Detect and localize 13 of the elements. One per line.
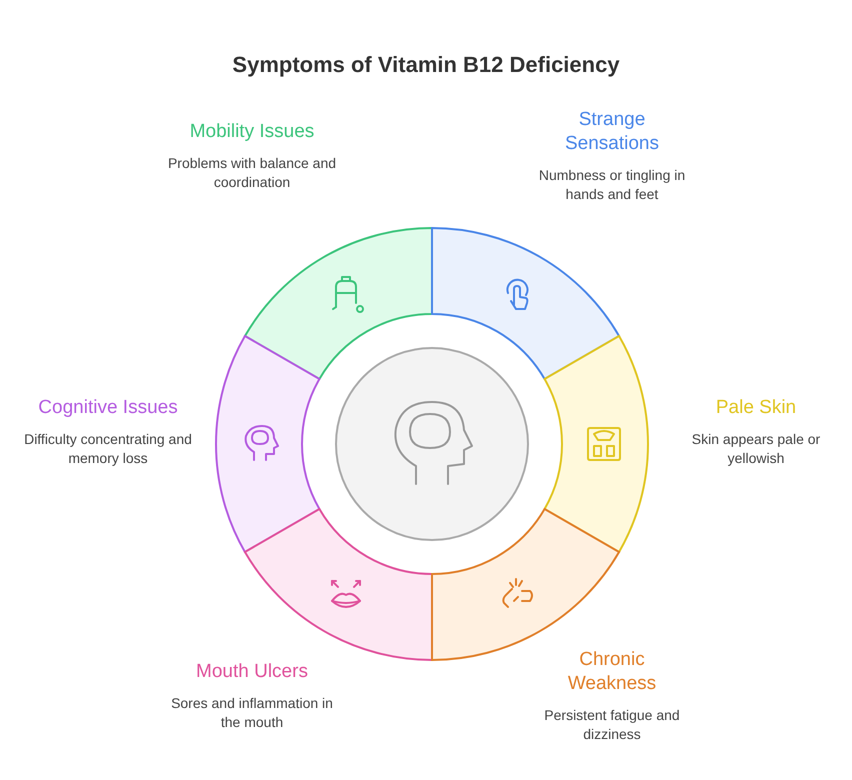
symptom-description: Skin appears pale or yellowish [690, 430, 822, 468]
symptom-description: Numbness or tingling in hands and feet [538, 166, 686, 204]
symptom-description: Persistent fatigue and dizziness [543, 706, 681, 744]
diagram-title: Symptoms of Vitamin B12 Deficiency [231, 52, 621, 78]
symptom-title: Pale Skin [714, 396, 798, 420]
symptom-description: Sores and inflammation in the mouth [170, 694, 334, 732]
symptom-title: Chronic Weakness [566, 648, 658, 696]
symptom-title: Mobility Issues [188, 120, 316, 144]
symptom-description: Problems with balance and coordination [167, 154, 337, 192]
symptom-title: Strange Sensations [564, 108, 660, 156]
symptom-title: Cognitive Issues [37, 396, 179, 420]
symptom-title: Mouth Ulcers [195, 660, 309, 684]
symptom-description: Difficulty concentrating and memory loss [23, 430, 193, 468]
